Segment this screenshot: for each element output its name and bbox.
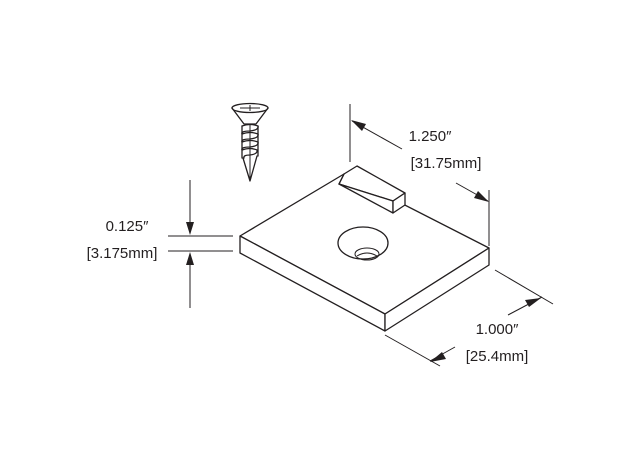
length-imperial: 1.250″ bbox=[409, 128, 453, 145]
width-metric: [25.4mm] bbox=[466, 348, 529, 365]
width-imperial: 1.000″ bbox=[476, 321, 520, 338]
thickness-imperial: 0.125″ bbox=[106, 218, 150, 235]
raised-tab bbox=[338, 165, 406, 214]
width-dimension: 1.000″ [25.4mm] bbox=[384, 269, 554, 367]
length-metric: [31.75mm] bbox=[411, 155, 482, 172]
screw-icon bbox=[231, 102, 269, 182]
length-dimension: 1.250″ [31.75mm] bbox=[349, 104, 490, 246]
thickness-metric: [3.175mm] bbox=[87, 245, 158, 262]
countersunk-hole bbox=[337, 226, 389, 261]
thickness-dimension: 0.125″ [3.175mm] bbox=[87, 180, 233, 308]
